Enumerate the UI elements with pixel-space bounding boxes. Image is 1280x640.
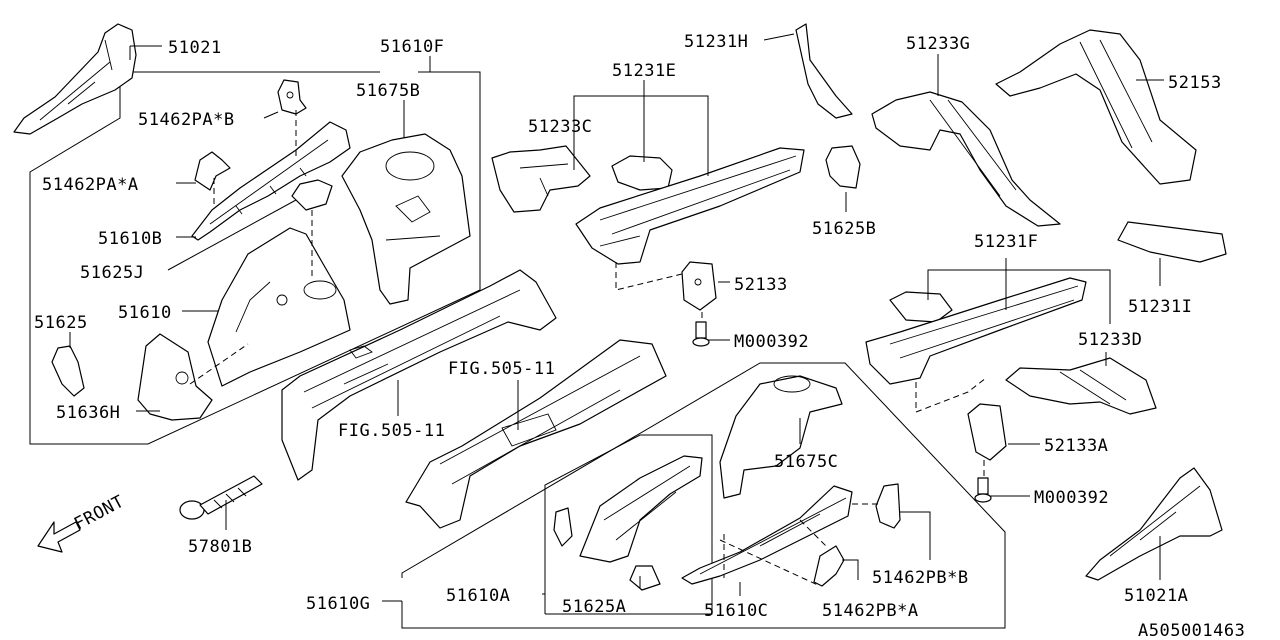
label-51610A: 51610A <box>446 586 510 606</box>
part-51636H <box>137 333 213 421</box>
label-51625J: 51625J <box>80 263 144 283</box>
part-51231E <box>611 155 673 191</box>
part-51625J <box>291 179 333 211</box>
part-51625A <box>629 565 661 591</box>
label-51625B: 51625B <box>812 219 876 239</box>
part-51021 <box>13 23 137 135</box>
label-M000392-1: M000392 <box>734 332 809 352</box>
part-51233D <box>1005 357 1157 415</box>
label-51462PB-B: 51462PB*B <box>872 568 969 588</box>
part-51231F <box>889 291 953 323</box>
part-front-side-rail-left <box>281 269 557 481</box>
label-51021A: 51021A <box>1124 586 1188 606</box>
label-51231F: 51231F <box>974 232 1038 252</box>
label-51675B: 51675B <box>356 81 420 101</box>
part-51610A <box>579 455 703 563</box>
bolt-M000392-1 <box>692 321 710 347</box>
label-51462PA-B: 51462PA*B <box>138 110 235 130</box>
part-front-side-rail-center <box>405 339 667 529</box>
label-fig-505-11-left: FIG.505-11 <box>338 421 445 441</box>
part-51625 <box>51 345 85 397</box>
label-51233D: 51233D <box>1078 330 1142 350</box>
part-52153 <box>995 29 1197 185</box>
label-51233C: 51233C <box>528 117 592 137</box>
label-51231E: 51231E <box>612 61 676 81</box>
label-51462PB-A: 51462PB*A <box>822 601 919 621</box>
label-51610F: 51610F <box>380 37 444 57</box>
label-51675C: 51675C <box>774 452 838 472</box>
bolt-M000392-2 <box>974 477 992 503</box>
label-57801B: 57801B <box>188 537 252 557</box>
front-arrow-icon <box>37 521 81 553</box>
label-51610G: 51610G <box>306 594 370 614</box>
part-small-bracket <box>553 507 573 547</box>
label-51610C: 51610C <box>704 601 768 621</box>
part-51675C <box>719 375 843 499</box>
label-51625A: 51625A <box>562 597 626 617</box>
label-front: FRONT <box>71 492 128 535</box>
part-51462PB-A <box>813 545 845 587</box>
part-51462PA-B <box>277 79 307 115</box>
label-51233G: 51233G <box>906 34 970 54</box>
part-51233G <box>871 91 1061 227</box>
part-front-rail-51231 <box>575 147 805 265</box>
part-51231H <box>795 23 853 119</box>
label-51231I: 51231I <box>1128 297 1192 317</box>
label-51231H: 51231H <box>684 32 748 52</box>
part-rear-rail-51231 <box>865 277 1087 385</box>
label-52133A: 52133A <box>1044 436 1108 456</box>
group-box-51610G <box>401 362 1006 629</box>
part-51675B <box>341 133 471 305</box>
part-52133 <box>681 261 717 311</box>
group-box-51610F <box>29 71 481 445</box>
part-51610B <box>191 121 351 241</box>
label-51625: 51625 <box>34 313 88 333</box>
part-51625B <box>825 145 861 189</box>
label-diagram-id: A505001463 <box>1138 621 1245 640</box>
label-fig-505-11-center: FIG.505-11 <box>448 359 555 379</box>
label-51462PA-A: 51462PA*A <box>42 175 139 195</box>
part-51021A <box>1085 467 1223 581</box>
part-51231I <box>1117 221 1227 263</box>
label-51021: 51021 <box>168 38 222 58</box>
label-51610: 51610 <box>118 303 172 323</box>
dashed-lines <box>189 110 987 587</box>
label-51636H: 51636H <box>56 403 120 423</box>
leader-lines <box>69 33 1164 602</box>
part-51462PA-A <box>194 151 231 191</box>
label-52153: 52153 <box>1168 73 1222 93</box>
part-51233C <box>491 145 591 213</box>
group-box-51610A <box>544 434 713 615</box>
part-51462PB-B <box>875 483 901 529</box>
label-M000392-2: M000392 <box>1034 488 1109 508</box>
part-57801B <box>179 475 263 520</box>
label-52133: 52133 <box>734 275 788 295</box>
part-52133A <box>967 403 1007 461</box>
label-51610B: 51610B <box>98 229 162 249</box>
